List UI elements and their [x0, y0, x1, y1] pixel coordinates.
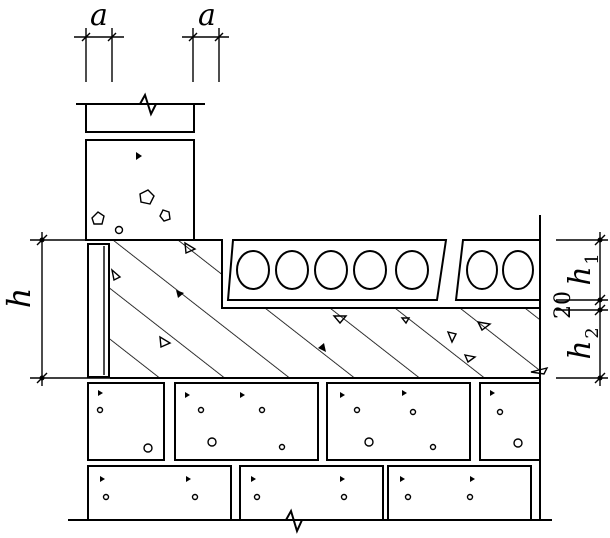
- dimension-h1-subscript: 1: [582, 253, 603, 264]
- brick-masonry: [87, 382, 541, 521]
- hollow-core-slab-right: [454, 239, 541, 301]
- dimension-20-label: 20: [551, 291, 576, 319]
- dimension-h: h: [0, 232, 110, 386]
- dimension-a-right: a: [182, 0, 229, 82]
- upper-wall: [76, 92, 205, 241]
- dimension-h1-label: h: [563, 266, 598, 285]
- dimension-h2-subscript: 2: [582, 327, 603, 338]
- bottom-break-line: [68, 508, 552, 534]
- dimension-a-right-label: a: [198, 0, 216, 33]
- dimension-right-chain: h 1 20 h 2: [551, 232, 608, 386]
- dimension-a-left: a: [74, 0, 124, 82]
- dimension-a-left-label: a: [90, 0, 108, 33]
- dimension-h2: h 2: [563, 327, 603, 359]
- dimension-20: 20: [551, 291, 576, 319]
- dimension-h1: h 1: [563, 253, 603, 285]
- dimension-h-label: h: [0, 288, 38, 309]
- ring-beam: [87, 239, 549, 379]
- hollow-core-slab-left: [226, 239, 448, 301]
- dimension-h2-label: h: [563, 340, 598, 359]
